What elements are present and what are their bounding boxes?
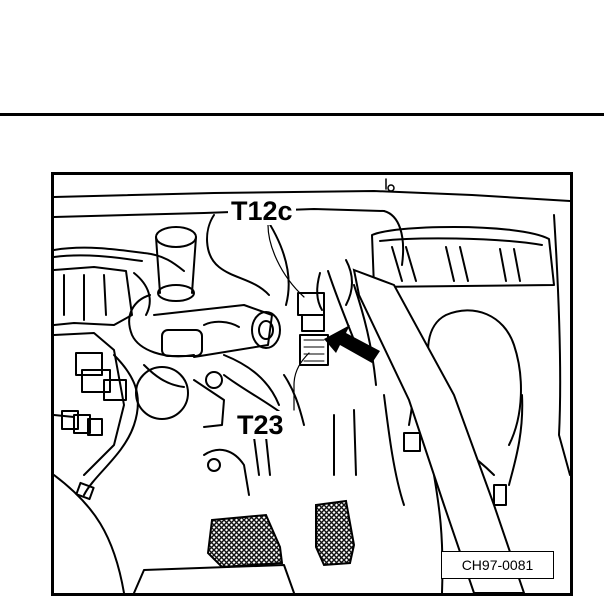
leader-line-t12c <box>267 210 305 298</box>
accelerator-pedal <box>315 499 356 567</box>
connector-t23-housing <box>299 334 329 366</box>
clip-connector <box>403 432 421 452</box>
left-harness <box>54 246 185 272</box>
technical-illustration-frame: T12c T23 CH97-0081 <box>51 172 573 596</box>
brake-pedal <box>206 513 284 569</box>
steering-column-top <box>155 226 197 248</box>
left-bracket <box>54 266 133 326</box>
wire-loop <box>206 214 270 296</box>
hvac-duct <box>371 226 555 288</box>
callout-t12c: T12c <box>228 197 296 225</box>
dash-lower-edge <box>54 208 385 218</box>
pointer-arrow <box>324 325 380 363</box>
leader-line-t23 <box>293 352 310 411</box>
figure-code-label: CH97-0081 <box>441 551 554 579</box>
relay-1 <box>75 352 103 376</box>
cross-brace <box>352 268 526 593</box>
dashboard-under-view-drawing <box>54 178 570 593</box>
callout-t23: T23 <box>234 411 287 439</box>
right-harness-loop <box>427 309 522 446</box>
dash-upper-edge <box>54 190 570 202</box>
header-rule <box>0 113 604 116</box>
